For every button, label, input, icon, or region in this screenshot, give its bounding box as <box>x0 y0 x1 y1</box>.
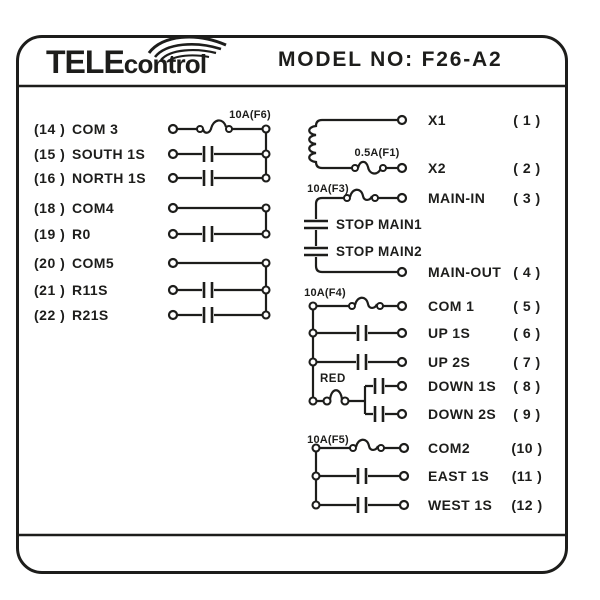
right-name-com1: COM 1 <box>428 298 475 314</box>
left-pin-15: (15 ) <box>34 146 66 162</box>
left-name-r0: R0 <box>72 226 91 242</box>
right-group-coil <box>308 114 408 175</box>
fuse-f3-symbol <box>348 188 374 202</box>
right-pin-10: (10 ) <box>511 440 543 456</box>
right-pin-11: (11 ) <box>511 468 543 484</box>
right-name-x2: X2 <box>428 160 446 176</box>
right-name-main-out: MAIN-OUT <box>428 264 502 280</box>
stop-main1-contact <box>304 219 328 230</box>
right-pin-8: ( 8 ) <box>513 378 541 394</box>
panel-border <box>16 35 568 574</box>
left-pin-21: (21 ) <box>34 282 66 298</box>
right-group-com2 <box>311 438 410 513</box>
right-name-west1s: WEST 1S <box>428 497 493 513</box>
left-pin-16: (16 ) <box>34 170 66 186</box>
contact-symbol-up1s <box>356 325 368 341</box>
right-pin-2: ( 2 ) <box>513 160 541 176</box>
fuse-f5-label: 10A(F5) <box>307 434 349 446</box>
right-name-down1s: DOWN 1S <box>428 378 497 394</box>
stop-main1-label: STOP MAIN1 <box>336 217 423 232</box>
fuse-f1-symbol <box>356 160 383 175</box>
right-pin-9: ( 9 ) <box>513 406 541 422</box>
contact-symbol-down1s <box>373 378 385 394</box>
left-name-r11s: R11S <box>72 282 108 298</box>
right-pin-4: ( 4 ) <box>513 264 541 280</box>
fuse-f3-label: 10A(F3) <box>307 183 349 195</box>
fuse-f1-label: 0.5A(F1) <box>354 147 400 159</box>
left-pin-20: (20 ) <box>34 255 66 271</box>
contact-symbol-r21s <box>202 307 214 323</box>
contact-symbol-north1s <box>202 170 214 186</box>
left-pin-18: (18 ) <box>34 200 66 216</box>
right-name-com2: COM2 <box>428 440 471 456</box>
fuse-f6-label: 10A(F6) <box>229 109 271 121</box>
right-pin-6: ( 6 ) <box>513 325 541 341</box>
fuse-f6-symbol <box>201 119 228 134</box>
red-jumper-label: RED <box>320 373 346 385</box>
right-group-com1 <box>308 296 408 422</box>
fuse-f4-label: 10A(F4) <box>304 287 346 299</box>
left-pin-22: (22 ) <box>34 307 66 323</box>
left-name-r21s: R21S <box>72 307 109 323</box>
left-group-com3 <box>167 119 271 186</box>
left-group-com4 <box>167 202 271 242</box>
coil-symbol <box>308 118 398 170</box>
left-name-com5: COM5 <box>72 255 115 271</box>
right-name-x1: X1 <box>428 112 446 128</box>
right-pin-5: ( 5 ) <box>513 298 541 314</box>
right-group-main <box>304 188 408 278</box>
model-number-label: MODEL NO: F26-A2 <box>278 48 503 71</box>
brand-logo-tele: TELE <box>46 44 125 80</box>
logo-swoosh-icon <box>147 35 227 63</box>
right-name-up2s: UP 2S <box>428 354 471 370</box>
right-name-main-in: MAIN-IN <box>428 190 486 206</box>
contact-symbol-east1s <box>356 468 368 484</box>
right-name-up1s: UP 1S <box>428 325 471 341</box>
stop-main2-label: STOP MAIN2 <box>336 244 423 259</box>
contact-symbol-r0 <box>202 226 214 242</box>
left-name-com4: COM4 <box>72 200 115 216</box>
brand-logo-control: control <box>123 49 207 79</box>
contact-symbol-up2s <box>356 354 368 370</box>
right-pin-7: ( 7 ) <box>513 354 541 370</box>
contact-symbol-down2s <box>373 406 385 422</box>
left-pin-14: (14 ) <box>34 121 66 137</box>
fuse-f4-symbol <box>353 296 379 310</box>
right-pin-3: ( 3 ) <box>513 190 541 206</box>
left-pin-19: (19 ) <box>34 226 66 242</box>
fuse-f5-symbol <box>354 438 380 452</box>
left-name-north1s: NORTH 1S <box>72 170 146 186</box>
contact-symbol-r11s <box>202 282 214 298</box>
left-group-com5 <box>167 257 271 323</box>
left-name-south1s: SOUTH 1S <box>72 146 146 162</box>
contact-symbol-west1s <box>356 497 368 513</box>
red-jumper-symbol <box>328 389 344 401</box>
right-name-down2s: DOWN 2S <box>428 406 497 422</box>
right-pin-1: ( 1 ) <box>513 112 541 128</box>
stop-main2-contact <box>304 246 328 257</box>
right-pin-12: (12 ) <box>511 497 543 513</box>
contact-symbol-south1s <box>202 146 214 162</box>
left-name-com3: COM 3 <box>72 121 119 137</box>
right-name-east1s: EAST 1S <box>428 468 490 484</box>
